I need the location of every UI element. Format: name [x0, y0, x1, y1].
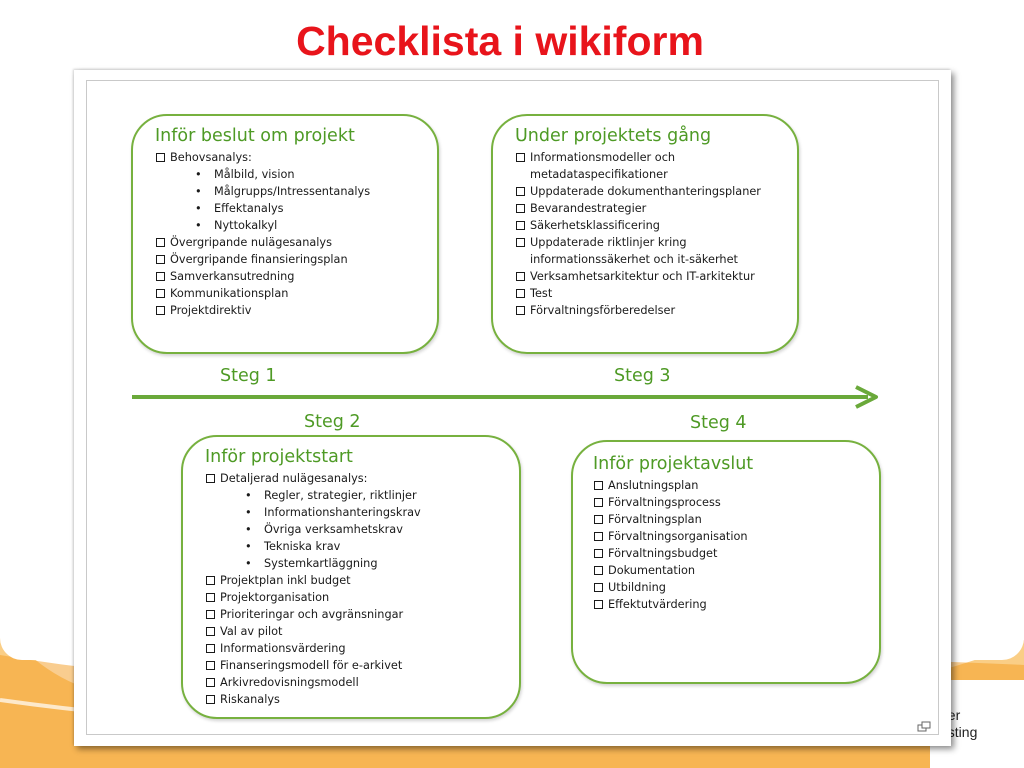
step-label-3: Steg 3: [614, 366, 671, 386]
checklist-item: Informationsmodeller och: [515, 149, 797, 166]
bullet-item: Effektanalys: [155, 200, 437, 217]
corner-logo-text: s ner dsting: [940, 690, 1024, 741]
checklist-item: Arkivredovisningsmodell: [205, 674, 519, 691]
checklist-item: Förvaltningsbudget: [593, 545, 879, 562]
checklist-item: Förvaltningsorganisation: [593, 528, 879, 545]
checklist-item: Detaljerad nulägesanalys:: [205, 470, 519, 487]
checklist-item: Finanseringsmodell för e-arkivet: [205, 657, 519, 674]
bullet-item: Informationshanteringskrav: [205, 504, 519, 521]
checklist-item: Behovsanalys:: [155, 149, 437, 166]
checklist: Detaljerad nulägesanalys:Regler, strateg…: [205, 470, 519, 708]
bullet-item: Tekniska krav: [205, 538, 519, 555]
checklist-item: Projektplan inkl budget: [205, 572, 519, 589]
corner-logo-line: ner: [940, 707, 1024, 724]
step-label-4: Steg 4: [690, 413, 747, 433]
checklist-item: Projektdirektiv: [155, 302, 437, 319]
step-label-1: Steg 1: [220, 366, 277, 386]
checklist-item-continued: metadataspecifikationer: [530, 168, 668, 181]
checklist-item: Informationsvärdering: [205, 640, 519, 657]
box-infor-projektstart: Inför projektstart Detaljerad nulägesana…: [181, 435, 521, 719]
checklist-item: Bevarandestrategier: [515, 200, 797, 217]
checklist-item: Kommunikationsplan: [155, 285, 437, 302]
checklist-item: Säkerhetsklassificering: [515, 217, 797, 234]
corner-logo-line: s: [940, 690, 1024, 707]
diagram-border: [86, 80, 939, 735]
checklist-item: Uppdaterade dokumenthanteringsplaner: [515, 183, 797, 200]
box-title: Inför projektstart: [205, 447, 353, 467]
bullet-item: Systemkartläggning: [205, 555, 519, 572]
checklist-item: Anslutningsplan: [593, 477, 879, 494]
diagram-frame: Inför beslut om projekt Behovsanalys:Mål…: [74, 70, 951, 746]
box-title: Inför projektavslut: [593, 454, 754, 474]
checklist-item: Effektutvärdering: [593, 596, 879, 613]
box-title: Inför beslut om projekt: [155, 126, 355, 146]
checklist: Informationsmodeller och metadataspecifik…: [515, 149, 797, 319]
checklist-item-continued: informationssäkerhet och it-säkerhet: [530, 253, 738, 266]
checklist-item: Prioriteringar och avgränsningar: [205, 606, 519, 623]
checklist-item: Förvaltningsprocess: [593, 494, 879, 511]
checklist-item: Dokumentation: [593, 562, 879, 579]
box-title: Under projektets gång: [515, 126, 712, 146]
bullet-item: Målbild, vision: [155, 166, 437, 183]
checklist-item: Övergripande nulägesanalys: [155, 234, 437, 251]
timeline-arrow: [132, 385, 878, 409]
checklist-item: Förvaltningsplan: [593, 511, 879, 528]
checklist-item: Utbildning: [593, 579, 879, 596]
box-under-projektet: Under projektets gång Informationsmodell…: [491, 114, 799, 354]
checklist-item: Förvaltningsförberedelser: [515, 302, 797, 319]
arrow-right-icon: [855, 385, 878, 409]
bullet-item: Regler, strategier, riktlinjer: [205, 487, 519, 504]
page-title: Checklista i wikiform: [296, 18, 704, 64]
checklist-item: Test: [515, 285, 797, 302]
checklist: Behovsanalys:Målbild, visionMålgrupps/In…: [155, 149, 437, 319]
checklist-item: Riskanalys: [205, 691, 519, 708]
step-label-2: Steg 2: [304, 412, 361, 432]
checklist-item: Verksamhetsarkitektur och IT-arkitektur: [515, 268, 797, 285]
checklist-item: Val av pilot: [205, 623, 519, 640]
bullet-item: Övriga verksamhetskrav: [205, 521, 519, 538]
bullet-item: Målgrupps/Intressentanalys: [155, 183, 437, 200]
checklist-item: Projektorganisation: [205, 589, 519, 606]
checklist-item: Uppdaterade riktlinjer kring: [515, 234, 797, 251]
checklist-item: Samverkansutredning: [155, 268, 437, 285]
resize-icon[interactable]: [917, 721, 931, 733]
bullet-item: Nyttokalkyl: [155, 217, 437, 234]
corner-logo-line: dsting: [940, 724, 978, 740]
checklist-item: Övergripande finansieringsplan: [155, 251, 437, 268]
box-infor-beslut: Inför beslut om projekt Behovsanalys:Mål…: [131, 114, 439, 354]
